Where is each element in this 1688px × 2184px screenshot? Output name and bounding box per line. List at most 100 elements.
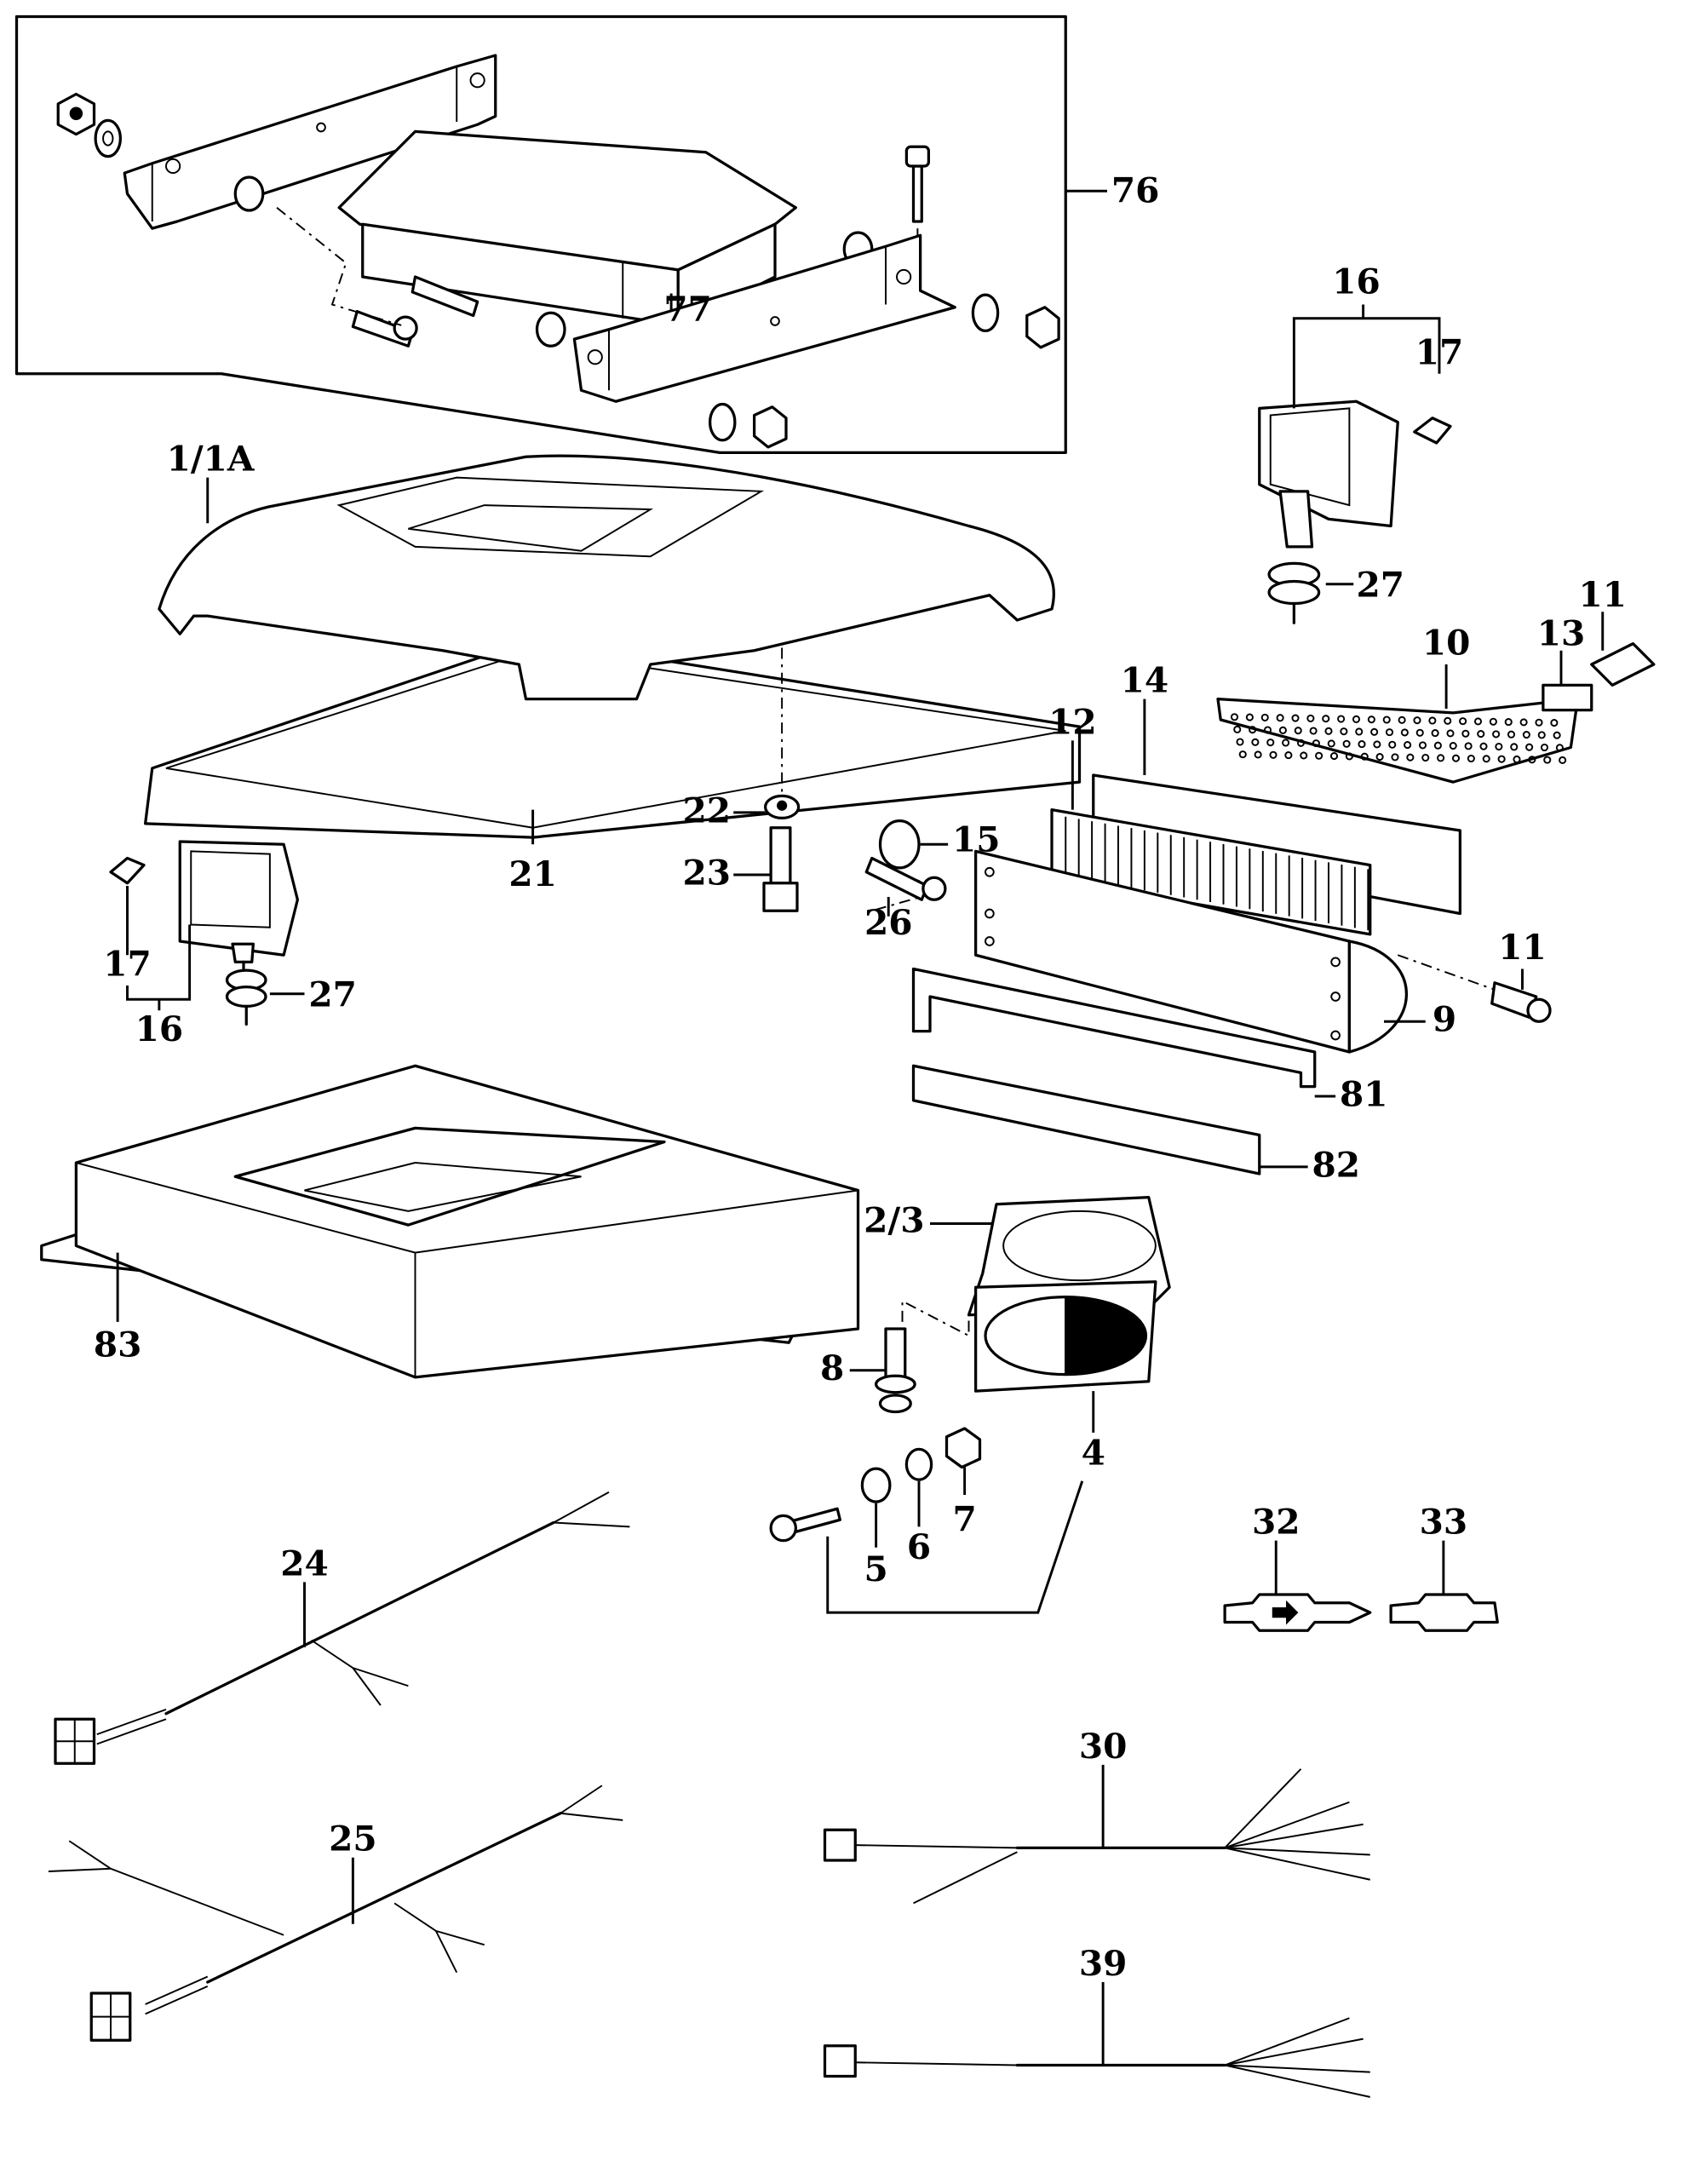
perforation-hole (1367, 716, 1375, 724)
perforation-hole (1431, 729, 1439, 738)
filter-pleats (1065, 816, 1369, 931)
callout-13: 13 (1537, 612, 1586, 653)
callout-27b: 27 (308, 974, 357, 1014)
callout-12: 12 (1048, 701, 1097, 742)
bolt-8 (884, 1327, 907, 1383)
perforation-hole (1238, 750, 1247, 759)
callout-11b: 11 (1498, 927, 1547, 968)
perforation-hole (1315, 751, 1323, 760)
perforation-hole (1497, 755, 1506, 763)
perforation-hole (1236, 738, 1244, 746)
perforation-hole (1489, 717, 1497, 726)
perforation-hole (1482, 755, 1490, 763)
perforation-hole (1525, 743, 1534, 751)
upper-bracket (123, 54, 497, 230)
foam-strip-82 (911, 1064, 1261, 1175)
callout-23: 23 (682, 852, 731, 893)
callout-16a: 16 (1332, 262, 1381, 302)
perforation-hole (1276, 714, 1284, 722)
perforation-hole (1522, 730, 1530, 739)
harness-30-connector (823, 1828, 857, 1862)
perforation-hole (1528, 756, 1536, 764)
perforation-hole (1400, 728, 1409, 737)
work-lamp-right (1258, 304, 1452, 624)
perforation-hole (1342, 739, 1351, 748)
perforation-hole (1375, 752, 1384, 762)
perforation-hole (1477, 730, 1485, 739)
perforation-hole (1385, 728, 1394, 737)
callout-11a: 11 (1578, 574, 1627, 615)
callout-16b: 16 (135, 1009, 184, 1049)
callout-76: 76 (1111, 170, 1160, 210)
callout-25: 25 (329, 1819, 377, 1859)
perforation-hole (1433, 741, 1442, 750)
harness-25-sleeve (206, 1812, 562, 1984)
speaker-group (769, 1196, 1171, 1614)
perforation-hole (1398, 716, 1406, 724)
screw-top-11 (1590, 642, 1656, 687)
callout-6: 6 (907, 1526, 931, 1567)
perforation-hole (1446, 729, 1455, 738)
bracket-kit-inset (14, 14, 1107, 454)
perforation-hole (1537, 731, 1546, 739)
callout-15: 15 (952, 819, 1001, 859)
perforation-hole (1461, 729, 1470, 738)
perforation-hole (1322, 715, 1330, 723)
screw-icon (411, 275, 479, 318)
callout-7: 7 (952, 1498, 976, 1539)
perforation-hole (1266, 739, 1275, 747)
cap-15 (878, 819, 921, 870)
perforation-hole (1555, 744, 1564, 752)
perforation-hole (1473, 717, 1483, 726)
perforation-hole (1382, 716, 1391, 724)
perforation-hole (1444, 716, 1452, 725)
screw-26 (864, 856, 929, 901)
perforation-hole (1245, 713, 1254, 721)
perforation-hole (1370, 727, 1379, 736)
callout-32: 32 (1252, 1502, 1300, 1543)
callout-4: 4 (1082, 1432, 1105, 1473)
inline-connector-33 (1389, 1593, 1499, 1632)
perforation-hole (1282, 739, 1290, 747)
perforation-hole (1467, 754, 1475, 763)
callout-22: 22 (682, 790, 731, 830)
small-hardware (733, 647, 949, 917)
perforation-hole (1360, 752, 1369, 761)
callout-5: 5 (864, 1549, 887, 1589)
perforation-hole (1406, 753, 1415, 762)
perforation-hole (1495, 742, 1503, 751)
roof-base-panel-83 (40, 1064, 860, 1379)
perforation-hole (1251, 738, 1260, 746)
perforation-hole (1553, 731, 1561, 739)
perforation-hole (1451, 754, 1461, 762)
perforation-hole (1230, 713, 1239, 721)
callout-17b: 17 (103, 944, 152, 985)
perforation-hole (1294, 727, 1302, 735)
perforation-hole (1278, 726, 1287, 734)
callout-14: 14 (1121, 660, 1169, 701)
filter-assembly (911, 612, 1656, 1175)
harness-24-sleeve (164, 1520, 555, 1716)
perforation-hole (1479, 742, 1488, 750)
perforation-hole (1459, 717, 1467, 726)
perforation-hole (1421, 753, 1430, 762)
lock-washer-6 (904, 1447, 933, 1481)
flat-washer-5 (860, 1467, 892, 1503)
perforation-pattern (1230, 713, 1567, 765)
perforation-hole (1327, 739, 1335, 748)
stud-23 (769, 826, 792, 885)
perforation-hole (1415, 728, 1424, 737)
callout-27a: 27 (1357, 564, 1405, 605)
callout-77: 77 (663, 289, 712, 330)
perforation-hole (1504, 718, 1513, 727)
perforation-hole (1269, 750, 1277, 759)
callout-30: 30 (1079, 1726, 1128, 1767)
perforation-hole (1355, 727, 1364, 736)
perforation-hole (1373, 740, 1381, 749)
perforation-hole (1543, 756, 1552, 764)
perforation-hole (1510, 743, 1519, 751)
perforation-hole (1324, 727, 1333, 735)
perforation-hole (1391, 753, 1399, 762)
callout-81: 81 (1340, 1073, 1388, 1114)
